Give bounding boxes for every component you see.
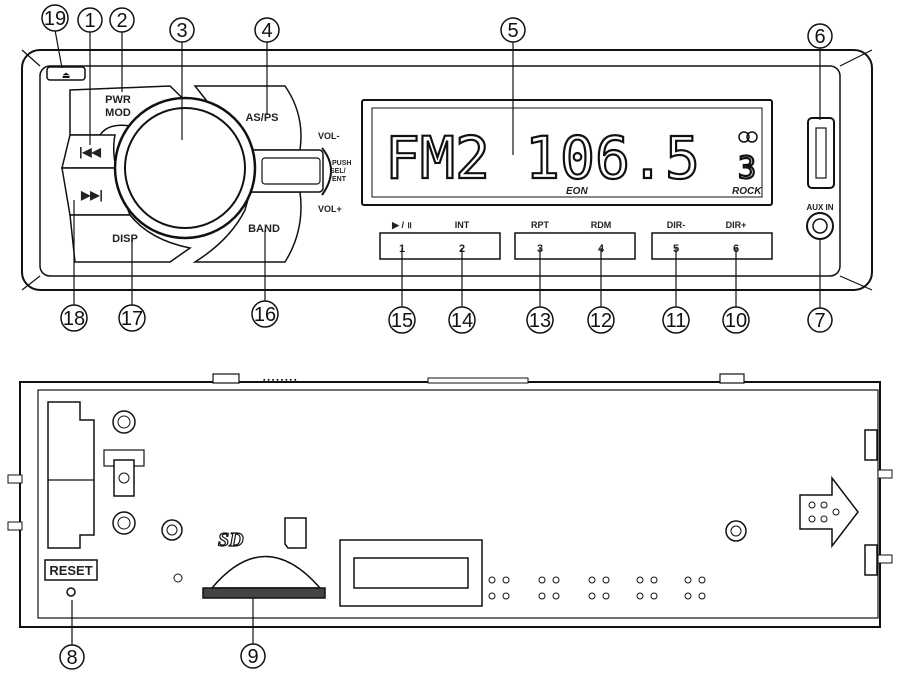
callout-14 — [448, 306, 476, 334]
aux-in-label: AUX IN — [806, 203, 833, 212]
callout-19 — [41, 4, 69, 32]
stereo-icon — [738, 131, 758, 143]
callout-11 — [662, 306, 690, 334]
reset-label-box — [44, 559, 98, 581]
ent-label: ENT — [332, 176, 347, 183]
callouts — [41, 4, 833, 670]
preset-2-top: INT — [455, 220, 470, 230]
lcd-eon: EON — [566, 186, 588, 197]
callout-4 — [254, 17, 280, 43]
callout-5 — [500, 17, 526, 43]
callout-12 — [587, 306, 615, 334]
sd-card-slot[interactable] — [202, 587, 326, 599]
callout-18 — [60, 304, 88, 332]
callout-13-text: 13 — [529, 310, 551, 332]
sel-label: SEL/ — [330, 168, 346, 175]
preset-4-top: RDM — [591, 220, 612, 230]
panel-release-button[interactable] — [46, 66, 86, 81]
svg-text:▪ ▪ ▪ ▪ ▪ ▪ ▪ ▪: ▪ ▪ ▪ ▪ ▪ ▪ ▪ ▪ — [263, 377, 297, 384]
preset-6-top: DIR+ — [726, 220, 747, 230]
pwr-label: PWR — [105, 94, 131, 106]
callout-16 — [251, 300, 279, 328]
lcd-frequency-text: FM2 106.5 — [385, 124, 700, 192]
callout-16-text: 16 — [254, 304, 276, 326]
preset-group-5-6 — [651, 232, 773, 260]
callout-14-text: 14 — [451, 310, 473, 332]
callout-8-text: 8 — [66, 647, 77, 669]
preset-1-top: ▶ / ॥ — [391, 220, 412, 230]
reset-label: RESET — [49, 563, 92, 578]
connector-dots — [488, 576, 706, 600]
preset-3-top: RPT — [531, 220, 550, 230]
direction-arrow-icon — [799, 475, 859, 549]
callout-5-text: 5 — [507, 20, 518, 42]
callout-1 — [77, 7, 103, 33]
sd-card-icon — [284, 517, 307, 549]
lcd-channel: 3 — [738, 151, 756, 186]
lcd-rock: ROCK — [732, 186, 762, 197]
callout-17 — [118, 304, 146, 332]
sd-logo: SD — [218, 529, 244, 551]
callout-numbers: 19 1 2 3 4 5 6 7 8 9 10 11 12 13 14 15 1… — [44, 8, 826, 669]
prev-icon: |◀◀ — [79, 145, 102, 159]
as-ps-label: AS/PS — [245, 112, 278, 124]
callout-17-text: 17 — [121, 308, 143, 330]
callout-18-text: 18 — [63, 308, 85, 330]
callout-6 — [807, 23, 833, 49]
reset-button[interactable] — [66, 587, 76, 597]
callout-leaders — [54, 29, 821, 645]
preset-group-3-4 — [514, 232, 636, 260]
volume-knob[interactable] — [124, 107, 246, 229]
callout-4-text: 4 — [261, 20, 272, 42]
next-icon: ▶▶| — [80, 188, 103, 202]
push-label: PUSH — [332, 160, 351, 167]
callout-19-text: 19 — [44, 8, 66, 30]
chassis-view: ▪ ▪ ▪ ▪ ▪ ▪ ▪ ▪ RESET SD — [7, 373, 893, 628]
band-label: BAND — [248, 223, 280, 235]
callout-6-text: 6 — [814, 26, 825, 48]
callout-7-text: 7 — [814, 310, 825, 332]
preset-5-top: DIR- — [667, 220, 686, 230]
callout-1-text: 1 — [84, 10, 95, 32]
callout-12-text: 12 — [590, 310, 612, 332]
callout-15-text: 15 — [391, 310, 413, 332]
front-panel: ⏏ PWR MOD |◀◀ ▶▶| DISP AS/PS BAND VOL- V… — [21, 49, 873, 291]
preset-group-1-2 — [379, 232, 501, 260]
release-icon: ⏏ — [62, 70, 71, 80]
callout-2 — [109, 7, 135, 33]
disp-button[interactable] — [69, 214, 192, 263]
mod-label: MOD — [105, 107, 131, 119]
callout-11-text: 11 — [666, 310, 687, 332]
callout-10-text: 10 — [725, 310, 747, 332]
callout-10 — [722, 306, 750, 334]
disp-label: DISP — [112, 233, 138, 245]
callout-15 — [388, 306, 416, 334]
callout-3-text: 3 — [176, 20, 187, 42]
callout-9 — [240, 643, 266, 669]
vol-minus-label: VOL- — [318, 131, 340, 141]
band-button[interactable] — [192, 191, 302, 263]
callout-2-text: 2 — [116, 10, 127, 32]
callout-7 — [807, 307, 833, 333]
callout-9-text: 9 — [247, 646, 258, 668]
callout-13 — [526, 306, 554, 334]
vol-plus-label: VOL+ — [318, 204, 342, 214]
callout-8 — [59, 644, 85, 670]
callout-3 — [169, 17, 195, 43]
